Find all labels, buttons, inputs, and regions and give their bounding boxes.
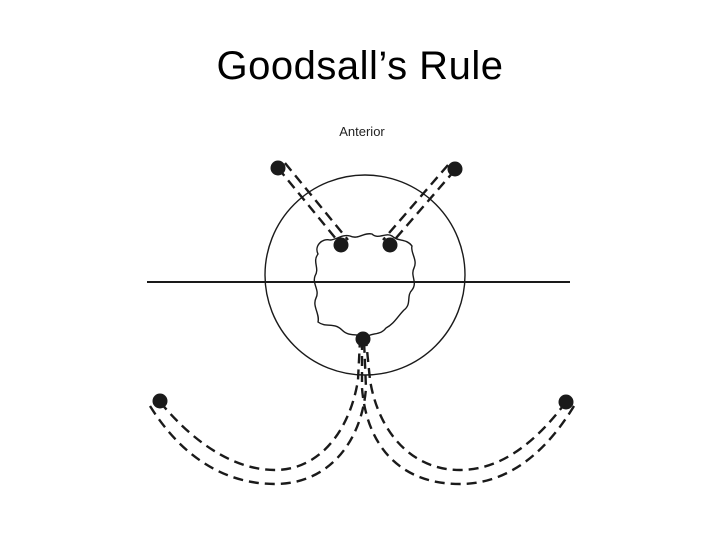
anterior-right-fistula-tract — [389, 169, 456, 246]
internal-opening-anterior-left — [333, 237, 349, 253]
anterior-right-fistula-tract-outer — [382, 164, 449, 241]
internal-opening-anterior-right — [382, 237, 398, 253]
external-opening-posterior-left — [152, 393, 168, 409]
anterior-left-fistula-tract-outer — [284, 162, 349, 241]
anterior-label: Anterior — [339, 124, 385, 139]
external-opening-anterior-right — [447, 161, 463, 177]
posterior-left-fistula-tract-inner — [159, 339, 362, 472]
anal-canal-outline — [313, 232, 416, 339]
posterior-right-fistula-tract-outer — [360, 340, 576, 486]
internal-opening-posterior-midline — [355, 331, 371, 347]
slide-title: Goodsall’s Rule — [216, 44, 504, 88]
anterior-left-fistula-tract — [277, 167, 342, 246]
external-opening-anterior-left — [270, 160, 286, 176]
external-opening-posterior-right — [558, 394, 574, 410]
posterior-right-fistula-tract-inner — [364, 339, 567, 472]
posterior-left-fistula-tract-outer — [148, 339, 368, 486]
